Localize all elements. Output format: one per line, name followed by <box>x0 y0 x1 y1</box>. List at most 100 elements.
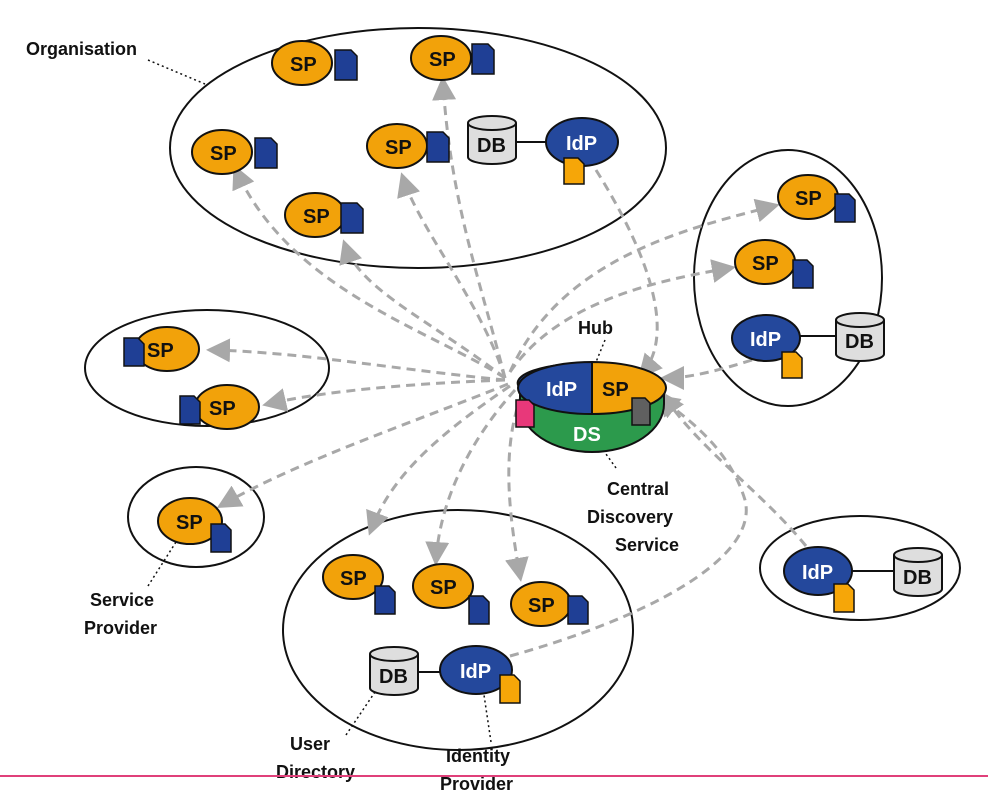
bottom-db-label: DB <box>379 666 408 688</box>
right-bottom-db: DB <box>893 547 943 597</box>
single-sp: SP <box>157 497 232 553</box>
document-icon <box>631 397 651 426</box>
bottom-db: DB <box>369 646 419 696</box>
org-idp-label: IdP <box>566 133 597 155</box>
right-bottom-idp: IdP <box>783 546 855 613</box>
service-provider-line-1: Service <box>90 590 154 610</box>
document-icon <box>340 202 364 234</box>
right-db-label: DB <box>845 331 874 353</box>
connection-arrows <box>206 76 808 658</box>
arrow-to-single-sp <box>216 382 509 508</box>
right-idp: IdP <box>731 314 803 379</box>
hub-idp-label: IdP <box>546 379 577 401</box>
single-sp-group <box>127 466 265 568</box>
document-icon <box>499 674 521 704</box>
right-bottom-idp-label: IdP <box>802 562 833 584</box>
hub-leader <box>595 339 606 363</box>
single-sp-label: SP <box>176 512 203 534</box>
document-icon <box>426 131 450 163</box>
bottom-sp-3: SP <box>510 581 589 627</box>
arrow-bottom-idp-to-hub <box>509 394 748 658</box>
document-icon <box>334 49 358 81</box>
identity-provider-line-2: Provider <box>440 774 513 794</box>
org-sp-5-label: SP <box>303 206 330 228</box>
org-sp-2: SP <box>271 40 358 86</box>
org-sp-2-label: SP <box>290 54 317 76</box>
central-discovery-leader <box>605 453 617 469</box>
right-bottom-db-label: DB <box>903 567 932 589</box>
arrow-to-left-sp-1 <box>206 338 506 382</box>
bottom-sp-2-label: SP <box>430 577 457 599</box>
central-discovery-line-1: Central <box>607 479 669 499</box>
org-db: DB <box>467 115 517 165</box>
org-sp-5: SP <box>284 192 364 238</box>
bottom-sp-1-label: SP <box>340 568 367 590</box>
document-icon <box>834 193 856 223</box>
service-provider-leader <box>147 541 177 587</box>
left-sp-group <box>84 309 330 427</box>
document-icon <box>179 395 201 425</box>
arrow-right-bottom-idp-to-hub <box>660 391 808 547</box>
arrow-to-org-sp-4 <box>339 239 506 380</box>
bottom-idp: IdP <box>439 645 521 704</box>
user-directory-line-1: User <box>290 734 330 754</box>
right-sp-1-label: SP <box>795 188 822 210</box>
org-sp-3: SP <box>410 35 495 81</box>
left-sp-1-label: SP <box>147 340 174 362</box>
arrow-to-bottom-sp-1 <box>366 384 511 536</box>
arrow-to-right-sp-1 <box>508 198 780 373</box>
leader-lines <box>147 59 617 743</box>
organisation-leader <box>147 59 206 85</box>
arrow-right-idp-to-hub <box>660 358 753 390</box>
left-sp-2-label: SP <box>209 398 236 420</box>
arrow-to-org-sp-1 <box>232 164 506 380</box>
document-icon <box>210 523 232 553</box>
arrow-to-org-sp-3 <box>432 76 507 379</box>
central-discovery-line-2: Discovery <box>587 507 673 527</box>
arrow-org-idp-to-hub <box>594 169 663 379</box>
arrow-to-left-sp-2 <box>262 378 506 412</box>
user-directory-label: User Directory <box>276 734 355 782</box>
document-icon <box>515 399 535 428</box>
hub-ds-label: DS <box>573 424 601 446</box>
hub-sp-label: SP <box>602 379 629 401</box>
user-directory-line-2: Directory <box>276 762 355 782</box>
org-sp-4-label: SP <box>385 137 412 159</box>
org-idp: IdP <box>545 117 619 185</box>
right-sp-1: SP <box>777 174 856 223</box>
org-sp-3-label: SP <box>429 49 456 71</box>
document-icon <box>567 595 589 625</box>
document-icon <box>123 337 145 367</box>
right-top-group <box>693 149 883 407</box>
org-db-label: DB <box>477 135 506 157</box>
org-sp-1-label: SP <box>210 143 237 165</box>
bottom-idp-label: IdP <box>460 661 491 683</box>
service-provider-line-2: Provider <box>84 618 157 638</box>
right-bottom-group <box>759 515 961 621</box>
identity-provider-line-1: Identity <box>446 746 510 766</box>
service-provider-label: Service Provider <box>84 590 157 638</box>
right-db: DB <box>835 312 885 362</box>
document-icon <box>781 351 803 379</box>
document-icon <box>254 137 278 169</box>
central-discovery-label: Central Discovery Service <box>587 479 679 555</box>
bottom-sp-1: SP <box>322 554 396 615</box>
central-hub: IdP SP DS <box>515 360 668 453</box>
left-sp-2: SP <box>179 384 260 430</box>
bottom-sp-3-label: SP <box>528 595 555 617</box>
right-sp-2: SP <box>734 239 814 289</box>
bottom-group <box>282 509 634 751</box>
identity-provider-label: Identity Provider <box>440 746 513 794</box>
document-icon <box>833 583 855 613</box>
document-icon <box>471 43 495 75</box>
arrow-to-right-sp-2 <box>508 259 736 373</box>
arrow-to-org-sp-2 <box>397 172 507 379</box>
user-directory-leader <box>345 691 376 736</box>
bottom-sp-2: SP <box>412 563 490 625</box>
identity-provider-leader <box>483 694 492 743</box>
right-sp-2-label: SP <box>752 253 779 275</box>
org-sp-4: SP <box>366 123 450 169</box>
document-icon <box>563 157 585 185</box>
document-icon <box>792 259 814 289</box>
hub-label: Hub <box>578 318 613 338</box>
